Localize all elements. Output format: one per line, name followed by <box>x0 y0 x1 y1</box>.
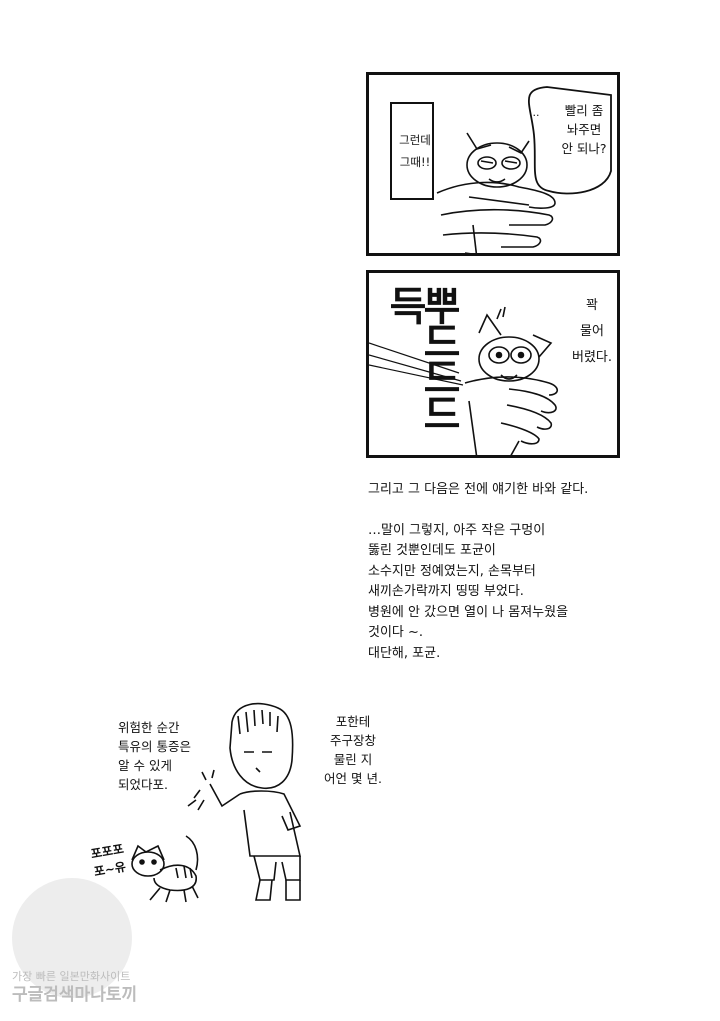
panel-2-drawing <box>369 306 559 455</box>
narration: 꽉 물어 버렸다. <box>565 293 617 371</box>
right-note: 포한테 주구장창 물린 지 어언 몇 년. <box>318 712 388 788</box>
watermark: 가장 빠른 일본만화사이트 구글검색마나토끼 <box>12 970 172 1006</box>
box-line: 그때!! <box>399 155 431 169</box>
ellipsis-text: ... <box>529 106 540 119</box>
bubble-line: 빨리 좀 <box>564 103 604 118</box>
note-line: 어언 몇 년. <box>324 771 382 786</box>
narration-box <box>390 102 434 200</box>
cat-head <box>466 132 530 188</box>
narration-box-text: 그런데 그때!! <box>396 129 434 173</box>
cat-head-biting <box>478 306 553 382</box>
speed-lines <box>369 342 464 386</box>
hand-grabbing <box>464 376 559 455</box>
watermark-line-2: 구글검색마나토끼 <box>12 985 138 1005</box>
caption-line: 대단해, 포균. <box>368 645 441 661</box>
caption-line: 새끼손가락까지 띵띵 부었다. <box>368 584 524 599</box>
narration-line: 꽉 <box>586 298 598 313</box>
caption-line: 것이다 ~. <box>368 625 424 640</box>
caption-text: 그리고 그 다음은 전에 얘기한 바와 같다. …말이 그렇지, 아주 작은 구… <box>368 480 698 664</box>
note-line: 알 수 있게 <box>118 758 172 773</box>
note-line: 주구장창 <box>329 733 376 748</box>
box-line: 그런데 <box>399 133 431 147</box>
caption-line: …말이 그렇지, 아주 작은 구멍이 <box>368 522 546 538</box>
caption-line: 병원에 안 갔으면 열이 나 몸져누웠을 <box>368 604 569 620</box>
caption-line: 소수지만 정예였는지, 손목부터 <box>368 563 536 579</box>
note-line: 물린 지 <box>333 752 373 767</box>
note-line: 포한테 <box>335 714 371 729</box>
caption-line: 뚫린 것뿐인데도 포균이 <box>368 543 496 558</box>
comic-panel-1: 그런데 그때!! 빨리 좀 놔주면 안 되나? ... <box>366 72 620 256</box>
watermark-line-1: 가장 빠른 일본만화사이트 <box>12 970 131 983</box>
speech-bubble <box>528 86 612 195</box>
note-line: 위험한 순간 <box>118 720 180 735</box>
note-line: 특유의 통증은 <box>118 739 191 754</box>
speech-bubble-text: 빨리 좀 놔주면 안 되나? <box>553 101 615 158</box>
sound-effect: 뿌드드드득 <box>381 285 461 429</box>
narration-line: 버렸다. <box>571 350 612 365</box>
comic-panel-2: 뿌드드드득 꽉 물어 버렸다. <box>366 270 620 458</box>
panel-1-drawing <box>390 86 612 253</box>
bubble-line: 놔주면 <box>566 122 602 137</box>
note-line: 되었다포. <box>118 777 168 792</box>
watermark-logo <box>12 878 132 998</box>
caption-line: 그리고 그 다음은 전에 얘기한 바와 같다. <box>368 482 589 497</box>
narration-line: 물어 <box>580 324 604 339</box>
cat <box>131 835 199 903</box>
hand <box>436 181 556 253</box>
bubble-line: 안 되나? <box>561 141 607 156</box>
left-note: 위험한 순간 특유의 통증은 알 수 있게 되었다포. <box>118 718 218 794</box>
author-character <box>187 702 302 901</box>
